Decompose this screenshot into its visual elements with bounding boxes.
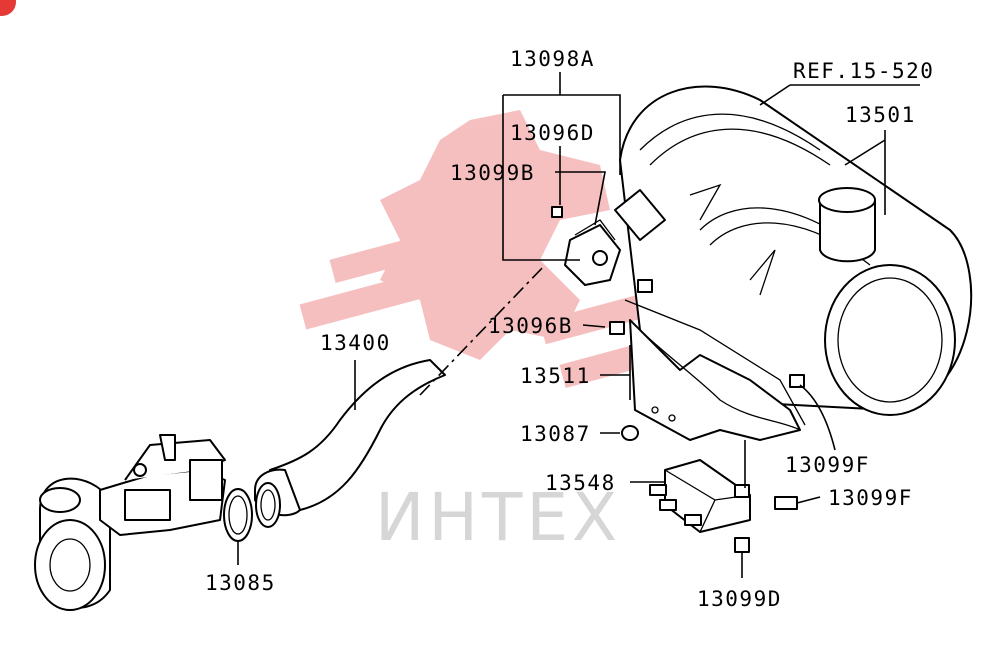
label-13501: 13501 — [845, 103, 916, 127]
turbocharger-part — [34, 434, 226, 611]
exhaust-pipe-part — [254, 359, 446, 528]
label-13511: 13511 — [520, 364, 591, 388]
label-13096D: 13096D — [510, 121, 595, 145]
label-13096B: 13096B — [488, 314, 573, 338]
corner-badge-icon — [0, 0, 16, 16]
nut-13096D-icon — [551, 206, 563, 218]
label-13400: 13400 — [320, 331, 391, 355]
label-13099F-b: 13099F — [828, 486, 913, 510]
nut-13096B-icon — [609, 321, 625, 335]
bolt-13099F-icon — [789, 374, 805, 388]
bolt-13099F-b-icon — [774, 496, 821, 510]
label-13098A: 13098A — [510, 47, 595, 71]
nut-13087-icon — [621, 425, 639, 441]
label-13099B: 13099B — [450, 161, 535, 185]
label-13099D: 13099D — [697, 587, 782, 611]
heat-shield-part — [609, 299, 806, 441]
label-13087: 13087 — [520, 422, 591, 446]
muffler-part — [614, 85, 973, 416]
label-13099F-a: 13099F — [785, 453, 870, 477]
label-13548: 13548 — [545, 471, 616, 495]
gasket-part — [223, 488, 253, 542]
bracket-part — [649, 459, 751, 533]
label-13085: 13085 — [205, 571, 276, 595]
label-ref: REF.15-520 — [793, 59, 934, 83]
group-bracket-line — [503, 94, 621, 175]
clamp-part — [551, 206, 653, 293]
bolt-13099D-icon — [734, 537, 750, 578]
nut-icon — [637, 279, 653, 293]
watermark-text: ИНТЕХ — [375, 479, 621, 556]
